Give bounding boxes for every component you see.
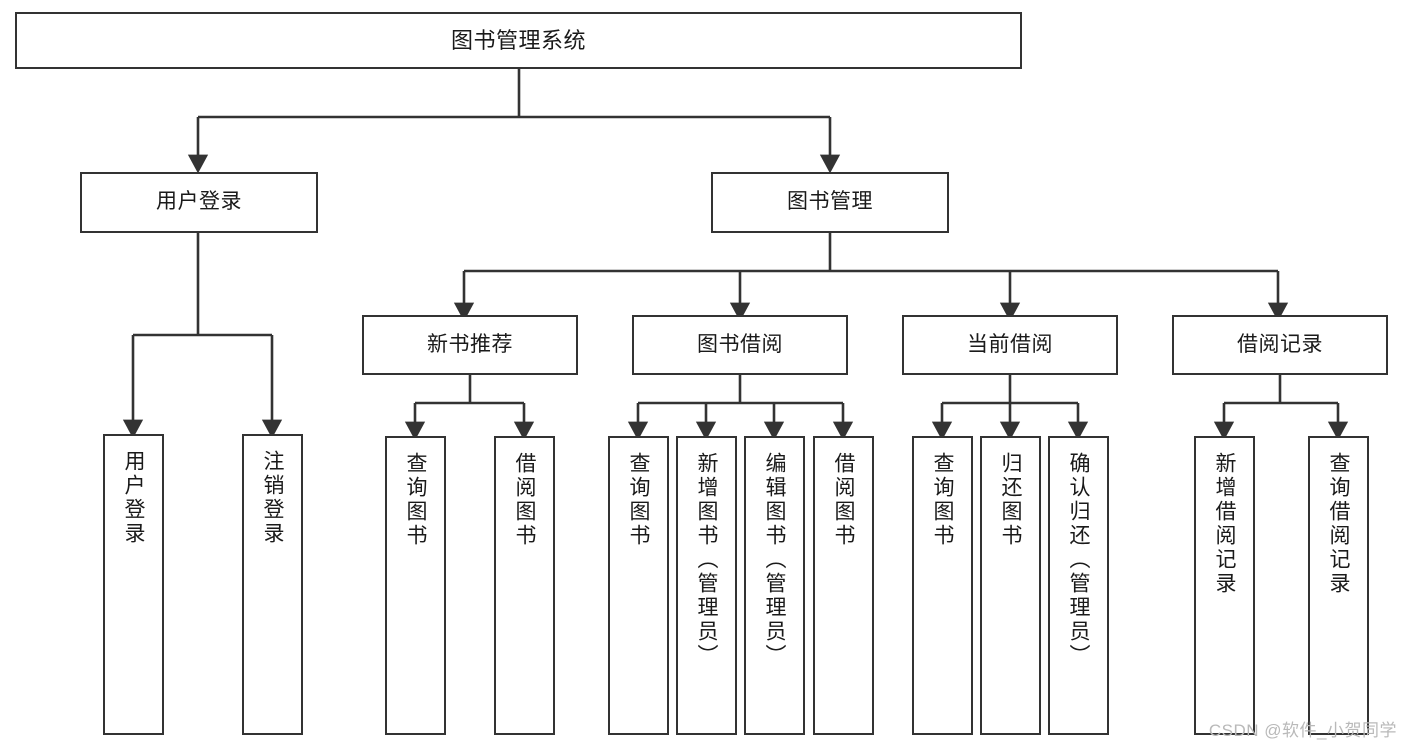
node-label: 编辑图书（管理员）	[763, 452, 786, 668]
node-book-management[interactable]: 图书管理	[711, 172, 949, 233]
node-label: 新书推荐	[427, 332, 513, 356]
node-label: 查询借阅记录	[1327, 452, 1350, 596]
node-book-borrow[interactable]: 图书借阅	[632, 315, 848, 375]
leaf-new-book-query[interactable]: 查询图书	[385, 436, 446, 735]
leaf-current-borrow-return[interactable]: 归还图书	[980, 436, 1041, 735]
node-label: 用户登录	[122, 450, 145, 546]
node-label: 注销登录	[261, 450, 284, 546]
leaf-current-borrow-confirm-return[interactable]: 确认归还（管理员）	[1048, 436, 1109, 735]
node-label: 图书借阅	[697, 332, 783, 356]
node-label: 借阅记录	[1237, 332, 1323, 356]
node-label: 归还图书	[999, 452, 1022, 548]
leaf-borrow-record-query[interactable]: 查询借阅记录	[1308, 436, 1369, 735]
node-label: 查询图书	[627, 452, 650, 548]
node-new-book-recommend[interactable]: 新书推荐	[362, 315, 578, 375]
leaf-book-borrow-query[interactable]: 查询图书	[608, 436, 669, 735]
node-label: 新增图书（管理员）	[695, 452, 718, 668]
node-borrow-record[interactable]: 借阅记录	[1172, 315, 1388, 375]
leaf-new-book-borrow[interactable]: 借阅图书	[494, 436, 555, 735]
node-label: 当前借阅	[967, 332, 1053, 356]
leaf-book-borrow-edit[interactable]: 编辑图书（管理员）	[744, 436, 805, 735]
node-label: 图书管理	[787, 190, 873, 214]
leaf-borrow-record-add[interactable]: 新增借阅记录	[1194, 436, 1255, 735]
node-label: 查询图书	[404, 452, 427, 548]
node-current-borrow[interactable]: 当前借阅	[902, 315, 1118, 375]
leaf-book-borrow-borrow[interactable]: 借阅图书	[813, 436, 874, 735]
leaf-current-borrow-query[interactable]: 查询图书	[912, 436, 973, 735]
watermark-text: CSDN @软件_小贺同学	[1208, 721, 1397, 740]
leaf-book-borrow-add[interactable]: 新增图书（管理员）	[676, 436, 737, 735]
node-label: 借阅图书	[513, 452, 536, 548]
node-label: 新增借阅记录	[1213, 452, 1236, 596]
node-root-system[interactable]: 图书管理系统	[15, 12, 1022, 69]
node-label: 确认归还（管理员）	[1067, 452, 1090, 668]
leaf-user-login-logout[interactable]: 注销登录	[242, 434, 303, 735]
node-label: 图书管理系统	[450, 27, 586, 53]
node-label: 查询图书	[931, 452, 954, 548]
node-user-login[interactable]: 用户登录	[80, 172, 318, 233]
leaf-user-login-login[interactable]: 用户登录	[103, 434, 164, 735]
node-label: 借阅图书	[832, 452, 855, 548]
node-label: 用户登录	[156, 190, 242, 214]
